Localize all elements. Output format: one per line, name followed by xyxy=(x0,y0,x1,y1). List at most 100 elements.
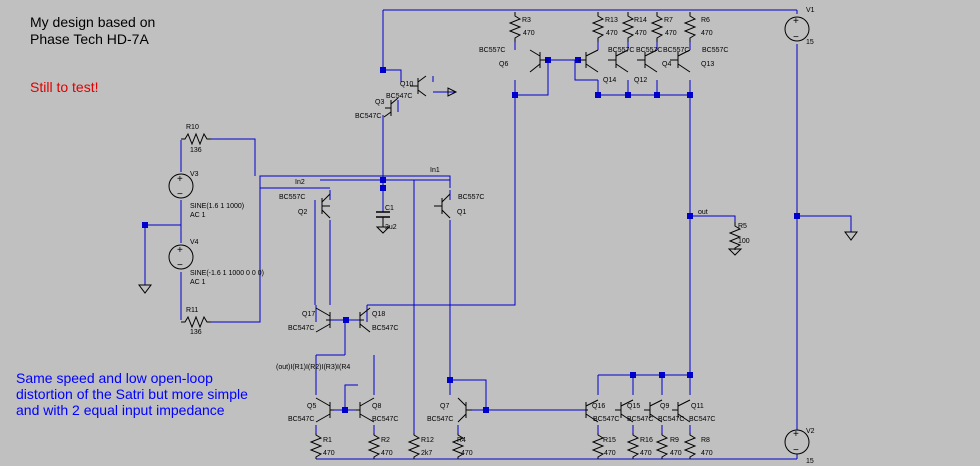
transistor-q18 xyxy=(359,307,371,333)
svg-text:+: + xyxy=(793,16,799,27)
resistor-r7 xyxy=(650,12,664,42)
label-r12-value: 2k7 xyxy=(421,450,432,457)
resistor-r3 xyxy=(508,12,522,42)
label-q6-model: BC557C xyxy=(479,47,505,54)
label-q2-model: BC557C xyxy=(279,194,305,201)
label-q16-model: BC547C xyxy=(593,416,619,423)
resistor-r8 xyxy=(683,433,697,459)
label-r7-value: 470 xyxy=(665,30,677,37)
label-r1-name: R1 xyxy=(323,437,332,444)
resistor-r11 xyxy=(181,315,211,329)
resistor-r15 xyxy=(591,433,605,459)
label-v2-value: 15 xyxy=(806,458,814,465)
transistor-q14 xyxy=(578,49,599,73)
label-r7-name: R7 xyxy=(664,17,673,24)
ground-icon xyxy=(727,248,743,256)
transistor-q16 xyxy=(585,399,599,423)
label-q12-model: BC557C xyxy=(636,47,662,54)
resistor-r14 xyxy=(621,12,635,42)
label-q6-name: Q6 xyxy=(499,61,508,68)
net-label-out: out xyxy=(698,209,708,216)
label-q5-name: Q5 xyxy=(307,403,316,410)
label-q17-name: Q17 xyxy=(302,311,315,318)
wires xyxy=(144,9,852,460)
label-q8-model: BC547C xyxy=(372,416,398,423)
description-note: Same speed and low open-loop distortion … xyxy=(16,370,248,419)
resistor-r16 xyxy=(626,433,640,459)
label-q17-model: BC547C xyxy=(288,325,314,332)
label-r12-name: R12 xyxy=(421,437,434,444)
label-r16-name: R16 xyxy=(640,437,653,444)
label-v3-line1: SINE(1.6 1 1000) xyxy=(190,203,244,210)
svg-text:−: − xyxy=(177,260,183,271)
ground-symbols xyxy=(138,87,858,294)
label-r8-name: R8 xyxy=(701,437,710,444)
resistor-r13 xyxy=(591,12,605,42)
label-q15-model: BC547C xyxy=(627,416,653,423)
label-r6-name: R6 xyxy=(701,17,710,24)
source-v1: +− xyxy=(784,16,810,43)
resistor-r6 xyxy=(683,12,697,42)
label-v2-name: V2 xyxy=(806,428,815,435)
label-q18-model: BC547C xyxy=(372,325,398,332)
label-c1-name: C1 xyxy=(385,205,394,212)
label-q9-model: BC547C xyxy=(658,416,684,423)
label-r4-name: R4 xyxy=(457,437,466,444)
label-r13-name: R13 xyxy=(605,17,618,24)
transistor-q5 xyxy=(315,397,334,423)
label-q13-name: Q13 xyxy=(701,61,714,68)
transistor-q6 xyxy=(529,49,548,73)
net-label-in1: In1 xyxy=(430,167,440,174)
label-q8-name: Q8 xyxy=(372,403,381,410)
label-r13-value: 470 xyxy=(606,30,618,37)
label-q10-model: BC547C xyxy=(386,93,412,100)
label-v4-line2: AC 1 xyxy=(190,279,206,286)
label-r11-name: R11 xyxy=(186,307,198,314)
resistor-r9 xyxy=(655,433,669,459)
design-title-note: My design based on Phase Tech HD-7A xyxy=(30,14,156,47)
transistor-q10 xyxy=(410,75,427,97)
label-r14-name: R14 xyxy=(634,17,647,24)
resistor-r1 xyxy=(309,433,323,459)
label-q18-name: Q18 xyxy=(372,311,385,318)
label-r16-value: 470 xyxy=(640,450,652,457)
label-q11-model: BC547C xyxy=(689,416,715,423)
label-r2-value: 470 xyxy=(381,450,393,457)
label-q5-model: BC547C xyxy=(288,416,314,423)
transistor-q7 xyxy=(457,397,472,423)
label-r5-name: R5 xyxy=(738,223,747,230)
capacitor-c1 xyxy=(376,211,390,227)
source-v4: +− xyxy=(168,244,194,271)
ground-icon xyxy=(375,226,391,234)
svg-text:+: + xyxy=(177,174,183,185)
ground-icon xyxy=(447,87,458,97)
label-q9-name: Q9 xyxy=(660,403,669,410)
transistor-q3 xyxy=(383,97,399,118)
label-r5-value: 100 xyxy=(738,238,750,245)
label-r4-value: 470 xyxy=(461,450,473,457)
transistor-q9 xyxy=(644,399,663,423)
label-r10-name: R10 xyxy=(186,124,199,131)
label-r3-name: R3 xyxy=(522,17,531,24)
svg-text:−: − xyxy=(793,445,799,456)
transistor-q1 xyxy=(434,193,451,219)
transistor-q4 xyxy=(637,49,658,73)
label-q2-name: Q2 xyxy=(298,209,307,216)
transistor-q15 xyxy=(615,399,634,423)
svg-text:−: − xyxy=(177,189,183,200)
label-q13-model: BC557C xyxy=(702,47,728,54)
label-q16-name: Q16 xyxy=(592,403,605,410)
svg-text:−: − xyxy=(793,32,799,43)
resistor-r10 xyxy=(181,132,211,146)
label-q3-model: BC547C xyxy=(355,113,381,120)
label-q14-name: Q14 xyxy=(603,77,616,84)
transistor-symbols xyxy=(315,49,691,423)
ground-icon xyxy=(844,231,858,241)
label-r3-value: 470 xyxy=(523,30,535,37)
resistor-bodies xyxy=(181,12,742,459)
label-v3-name: V3 xyxy=(190,171,199,178)
label-r15-name: R15 xyxy=(603,437,616,444)
label-q14-model: BC557C xyxy=(608,47,634,54)
resistor-r2 xyxy=(367,433,381,459)
